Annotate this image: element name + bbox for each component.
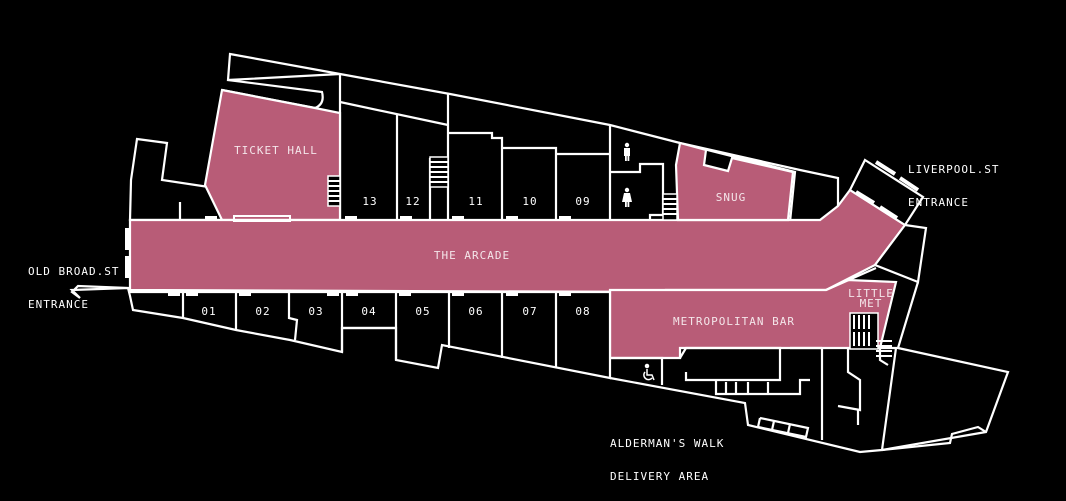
wall	[610, 356, 664, 385]
wall	[786, 423, 792, 434]
shop-doors	[168, 216, 571, 296]
entrance-line: LIVERPOOL.ST	[908, 163, 1000, 176]
unit-13[interactable]: 13	[362, 195, 377, 208]
unit-09[interactable]: 09	[575, 195, 590, 208]
wall	[756, 416, 810, 439]
wall	[679, 346, 782, 382]
label-little-met: MET	[860, 297, 883, 310]
accessible-icon	[643, 363, 655, 381]
entrance-door[interactable]	[874, 160, 897, 176]
entrance-line: ENTRANCE	[28, 298, 89, 311]
ticket-counter	[233, 215, 291, 222]
stairs-icon	[429, 156, 449, 188]
unit-05[interactable]: 05	[415, 305, 430, 318]
entrance-line: ALDERMAN'S WALK	[610, 437, 725, 450]
entrance-line: ENTRANCE	[908, 196, 969, 209]
venue-snug[interactable]	[674, 141, 795, 222]
unit-10[interactable]: 10	[522, 195, 537, 208]
entrance-door[interactable]	[125, 228, 129, 250]
wall	[339, 100, 449, 127]
stairs-icon	[849, 312, 892, 357]
entrance-door[interactable]	[125, 256, 129, 278]
label-little-met: LITTLE	[848, 287, 894, 300]
liverpool-st-entrance-label: LIVERPOOL.ST ENTRANCE	[908, 142, 999, 219]
wall	[714, 378, 810, 396]
label-snug: SNUG	[716, 191, 747, 204]
wall	[825, 266, 877, 292]
unit-11[interactable]: 11	[468, 195, 483, 208]
stairs-icon	[327, 175, 341, 207]
entrance-door[interactable]	[854, 190, 876, 205]
wall	[878, 346, 898, 451]
wall	[502, 146, 558, 220]
unit-07[interactable]: 07	[522, 305, 537, 318]
unit-01[interactable]: 01	[201, 305, 216, 318]
wall	[770, 420, 776, 431]
entrance-line: DELIVERY AREA	[610, 470, 710, 483]
entrance-line: OLD BROAD.ST	[28, 265, 120, 278]
male-toilet-icon	[624, 142, 630, 161]
unit-03[interactable]: 03	[308, 305, 323, 318]
label-the-arcade: THE ARCADE	[434, 249, 510, 262]
unit-04[interactable]: 04	[361, 305, 376, 318]
label-metropolitan-bar: METROPOLITAN BAR	[673, 315, 795, 328]
female-toilet-icon	[622, 187, 632, 207]
unit-08[interactable]: 08	[575, 305, 590, 318]
entrance-door[interactable]	[898, 176, 920, 192]
wall	[610, 162, 665, 220]
stairs-icon	[662, 193, 678, 221]
aldermans-walk-label: ALDERMAN'S WALK DELIVERY AREA	[610, 416, 724, 493]
wall	[448, 131, 504, 220]
label-ticket-hall: TICKET HALL	[234, 144, 318, 157]
old-broad-st-entrance-label: OLD BROAD.ST ENTRANCE	[28, 244, 119, 321]
unit-02[interactable]: 02	[255, 305, 270, 318]
unit-06[interactable]: 06	[468, 305, 483, 318]
wall	[287, 292, 299, 341]
wall	[881, 425, 987, 452]
entrance-door[interactable]	[878, 205, 899, 220]
wall	[837, 348, 862, 412]
unit-12[interactable]: 12	[405, 195, 420, 208]
